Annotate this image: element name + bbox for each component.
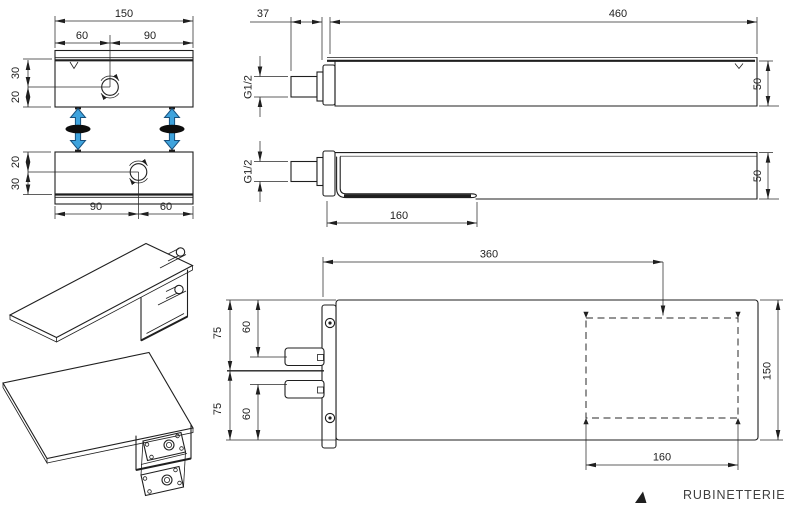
dim-rear-half-bottom: 75 [212, 403, 224, 415]
rotation-arrow-icon [129, 158, 148, 166]
inlet-fitting [290, 160, 318, 183]
screw-icon [324, 317, 336, 329]
dim-rear-cutout: 160 [653, 452, 671, 464]
view-plan-down: 20 30 90 60 [10, 149, 194, 219]
dim-rear-inlet-top: 60 [241, 321, 253, 333]
dim-plan-down-left: 90 [90, 201, 102, 213]
pivot-disc-icon [159, 124, 185, 134]
dim-side-down-height: 50 [752, 170, 764, 182]
isometric-view-up [8, 242, 194, 343]
inlet-block [284, 347, 325, 367]
pivot-disc-icon [65, 124, 91, 134]
inlet-backplate [140, 465, 185, 497]
cutout-zone [585, 317, 739, 419]
wall-plate [322, 64, 336, 106]
wall-plate [321, 304, 337, 449]
rear-body [335, 299, 759, 441]
dim-side-up-height: 50 [752, 78, 764, 90]
inlet-block [284, 379, 325, 399]
dim-plan-up-right: 90 [144, 30, 156, 42]
inlet-cylinder [165, 284, 184, 299]
flip-indicators [65, 107, 185, 151]
view-side-down: G1/2 160 50 [243, 141, 779, 227]
dim-side-up-offset: 37 [257, 8, 269, 20]
dim-plan-up-lower: 20 [10, 91, 22, 103]
dim-plan-up-upper: 30 [10, 67, 22, 79]
wall-plate [322, 150, 336, 197]
surface-finish-icon [69, 61, 79, 70]
dim-side-up-total: 460 [609, 8, 627, 20]
dim-plan-down-right: 60 [160, 201, 172, 213]
view-rear: 75 75 60 60 360 150 160 [212, 249, 783, 470]
dim-side-down-lip: 160 [390, 210, 408, 222]
dim-plan-up-total: 150 [115, 8, 133, 20]
dim-rear-height: 150 [762, 362, 774, 380]
dim-rear-span: 360 [480, 249, 498, 261]
dim-side-up-thread: G1/2 [243, 75, 255, 99]
dim-plan-up-left: 60 [76, 30, 88, 42]
dim-rear-inlet-bottom: 60 [241, 408, 253, 420]
dim-side-down-thread: G1/2 [243, 160, 255, 184]
logo-mark-icon [635, 491, 647, 503]
logo-text: RUBINETTERIE [683, 488, 785, 502]
dim-plan-down-upper: 20 [10, 156, 22, 168]
view-plan-up: 150 60 90 30 20 [10, 8, 194, 110]
inlet-fitting [290, 75, 318, 98]
rotation-arrow-icon [100, 93, 120, 101]
dim-plan-down-lower: 30 [10, 178, 22, 190]
inlet-cylinder [167, 247, 186, 262]
brand-logo: RUBINETTERIE [635, 488, 785, 503]
isometric-view-down [2, 351, 194, 497]
view-side-up: 37 460 G1/2 50 [243, 8, 779, 117]
screw-icon [324, 412, 336, 424]
shelf-lip-profile [336, 156, 477, 199]
dim-rear-half-top: 75 [212, 327, 224, 339]
surface-finish-icon [734, 63, 744, 70]
